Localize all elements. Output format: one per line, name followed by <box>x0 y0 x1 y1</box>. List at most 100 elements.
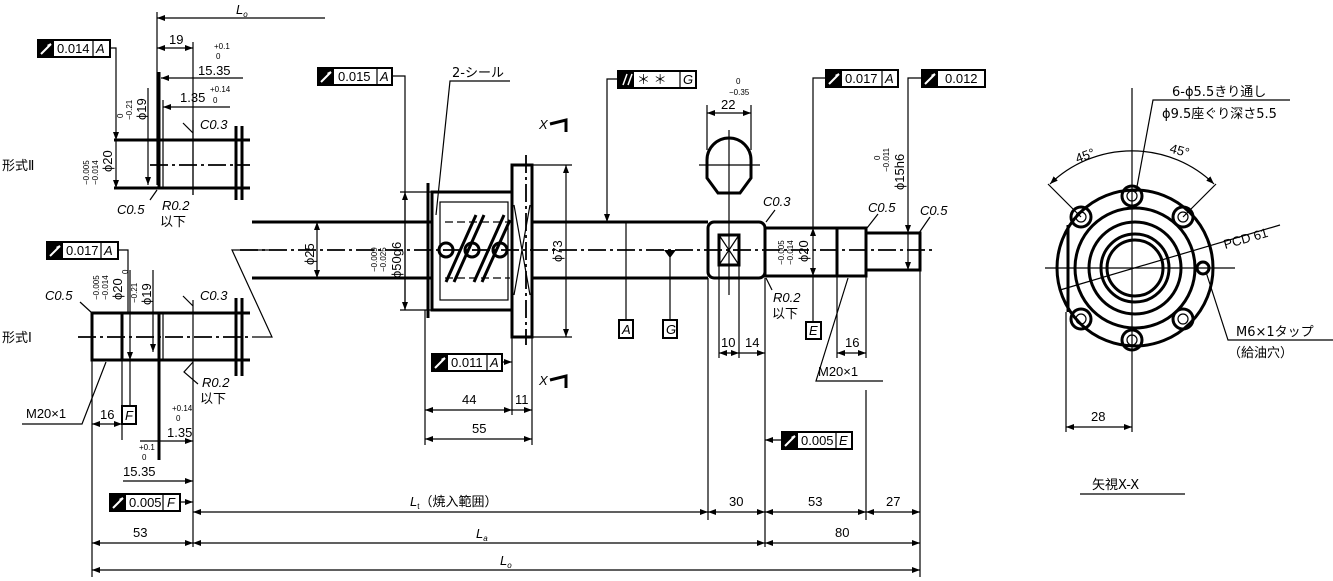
runout-frame: 0.005 F <box>109 493 181 512</box>
tol: −0.21 <box>125 99 134 120</box>
dim-16: 16 <box>845 335 859 350</box>
tol: −0.014 <box>91 160 100 185</box>
tol: −0.35 <box>729 88 750 97</box>
runout-value: 0.014 <box>57 41 90 56</box>
tap-label: M6×1タップ <box>1236 325 1314 340</box>
runout-frame: 0.014 A <box>37 39 111 58</box>
chamfer-label: C0.5 <box>117 202 145 217</box>
dim-80: 80 <box>835 525 849 540</box>
tol: −0.014 <box>786 240 795 265</box>
runout-frame: 0.011 A <box>431 353 503 372</box>
datum-ref: F <box>167 495 176 510</box>
view-title: 矢視X-X <box>1092 478 1139 493</box>
runout-frame: 0.005 E <box>781 431 853 450</box>
form-2-label: 形式Ⅱ <box>2 159 34 174</box>
datum-f: F <box>125 408 134 423</box>
runout-value: 0.012 <box>945 71 978 86</box>
datum-ref: G <box>683 72 693 87</box>
dim-53: 53 <box>133 525 147 540</box>
radius-note: 以下 <box>160 215 186 230</box>
tol: −0.025 <box>379 247 388 272</box>
dim-1-35: 1.35 <box>167 425 192 440</box>
chamfer-label: C0.5 <box>868 200 896 215</box>
runout-value: 0.005 <box>801 433 834 448</box>
pcd-label: PCD 61 <box>1222 225 1270 252</box>
chamfer-label: C0.3 <box>763 194 791 209</box>
dim-22: 22 <box>721 97 735 112</box>
nut-flange <box>510 163 534 339</box>
dim-phi50g6: ϕ50g6 <box>389 242 404 278</box>
angle-45: 45° <box>1168 141 1191 161</box>
datum-g: G <box>666 322 676 337</box>
top-dimensions: Lo 19 15.35 +0.1 0 1.35 +0.14 0 <box>156 2 325 195</box>
dim-53: 53 <box>808 494 822 509</box>
tol: +0.1 <box>139 443 155 452</box>
dim-10: 10 <box>721 335 735 350</box>
dim-phi25: ϕ25 <box>302 243 317 265</box>
datum-ref: A <box>379 69 389 84</box>
seal-label: 2-シール <box>452 66 504 81</box>
tol: −0.21 <box>130 282 139 303</box>
tol: 0 <box>736 77 741 86</box>
chamfer-label: C0.3 <box>200 117 228 132</box>
dim-15-35: 15.35 <box>123 464 156 479</box>
tol: 0 <box>121 269 130 274</box>
dim-phi73: ϕ73 <box>550 240 565 262</box>
chamfer-label: C0.5 <box>45 288 73 303</box>
shaft-right-end: ＊ ＊ G A G 22 0 −0.35 C0.3 ϕ20 −0.005 −0.… <box>604 69 986 450</box>
runout-frame: 0.017 A <box>46 241 119 260</box>
dim-16: 16 <box>100 407 114 422</box>
dim-phi19: ϕ19 <box>134 98 149 120</box>
section-mark: X <box>538 117 549 132</box>
tol: 0 <box>873 155 882 160</box>
dim-14: 14 <box>745 335 759 350</box>
tap-note: （給油穴） <box>1228 346 1293 361</box>
form-2-end: 形式Ⅱ 0.014 A ϕ20 −0.005 −0.014 ϕ19 0 −0.2… <box>2 39 250 230</box>
tol: −0.014 <box>101 275 110 300</box>
form-1-end: 形式Ⅰ 0.017 A C0.5 ϕ20 −0.005 −0.014 ϕ19 0… <box>2 241 250 547</box>
runout-value: 0.017 <box>66 243 99 258</box>
datum-a: A <box>621 322 631 337</box>
datum-ref: A <box>884 71 894 86</box>
tol: −0.005 <box>82 160 91 185</box>
tol: −0.005 <box>777 240 786 265</box>
runout-value: 0.017 <box>845 71 878 86</box>
hole-spec: 6-ϕ5.5きり通し <box>1172 85 1266 100</box>
bolt-holes <box>1069 184 1195 352</box>
dim-11: 11 <box>515 392 529 407</box>
screw-shaft-and-nut: ϕ25 ϕ50g6 −0.009 −0.025 0.015 A 2-シール ϕ7… <box>231 66 935 445</box>
length-dimensions: Lt（焼入範囲） 30 53 27 53 La 80 Lo <box>91 270 921 577</box>
datum-ref: E <box>839 433 848 448</box>
oil-hole <box>1195 260 1211 276</box>
tol: 0 <box>176 414 181 423</box>
datum-ref: A <box>95 41 105 56</box>
view-x-x: 45° 45° 6-ϕ5.5きり通し ϕ9.5座ぐり深さ5.5 PCD 61 M… <box>1045 85 1333 495</box>
chamfer-label: C0.3 <box>200 288 228 303</box>
runout-value: 0.011 <box>451 355 483 370</box>
dim-1-35: 1.35 <box>180 90 205 105</box>
tol: +0.1 <box>214 42 230 51</box>
la-label: La <box>476 526 488 543</box>
tol: 0 <box>213 96 218 105</box>
counterbore-spec: ϕ9.5座ぐり深さ5.5 <box>1162 107 1277 122</box>
form-1-label: 形式Ⅰ <box>2 331 32 346</box>
tol: −0.011 <box>882 147 891 172</box>
dim-phi20: ϕ20 <box>110 278 125 300</box>
dim-phi19: ϕ19 <box>139 283 154 305</box>
chamfer-label: C0.5 <box>920 203 948 218</box>
radius-label: R0.2 <box>202 375 230 390</box>
tol: 0 <box>116 113 125 118</box>
runout-frame: 0.015 A <box>317 67 393 86</box>
datum-e: E <box>809 323 818 338</box>
radius-note: 以下 <box>772 307 798 322</box>
datum-ref: A <box>103 243 113 258</box>
thread-label: M20×1 <box>818 364 858 379</box>
tol: −0.005 <box>92 275 101 300</box>
dim-27: 27 <box>886 494 900 509</box>
dim-55: 55 <box>472 421 486 436</box>
l1-label: Lt（焼入範囲） <box>410 494 497 511</box>
parallel-value: ＊ ＊ <box>637 72 667 87</box>
radius-note: 以下 <box>200 392 226 407</box>
tol: −0.009 <box>370 247 379 272</box>
tol: +0.14 <box>172 404 193 413</box>
